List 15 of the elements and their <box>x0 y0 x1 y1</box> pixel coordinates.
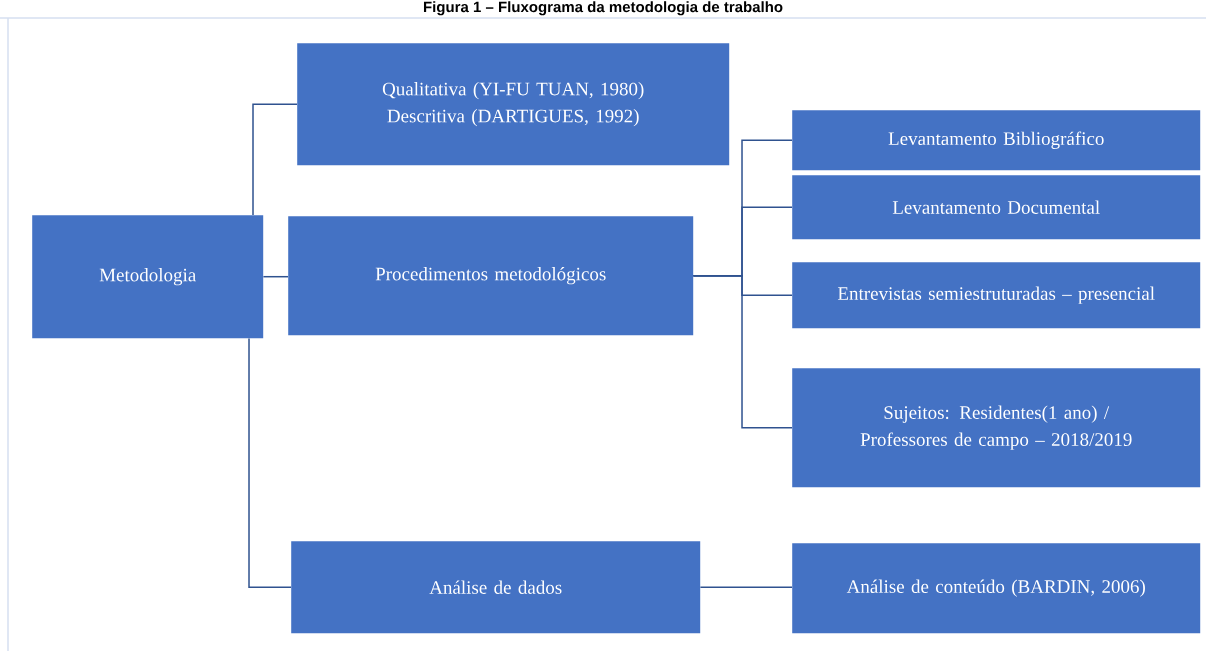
process-box: Análise de dados <box>291 541 701 634</box>
process-box: Qualitativa (YI-FU TUAN, 1980) Descritiva (DARTIGUES, 1992) <box>297 43 730 166</box>
connector-line <box>252 103 298 216</box>
figure-title: Figura 1 – Fluxograma da metodologia de trabalho <box>424 1 783 16</box>
process-box: Metodologia <box>32 215 264 339</box>
connector-line <box>248 337 292 588</box>
process-box: Procedimentos metodológicos <box>288 216 694 336</box>
process-box: Levantamento Bibliográfico <box>792 110 1201 171</box>
connector-line <box>692 274 793 429</box>
connector-line <box>699 586 793 588</box>
process-box: Sujeitos: Residentes(1 ano) / Professores de campo – 2018/2019 <box>792 368 1201 488</box>
connector-line <box>262 275 289 278</box>
process-box: Entrevistas semiestruturadas – presencial <box>792 262 1201 329</box>
process-box: Levantamento Documental <box>792 175 1201 240</box>
process-box: Análise de conteúdo (BARDIN, 2006) <box>792 543 1201 634</box>
